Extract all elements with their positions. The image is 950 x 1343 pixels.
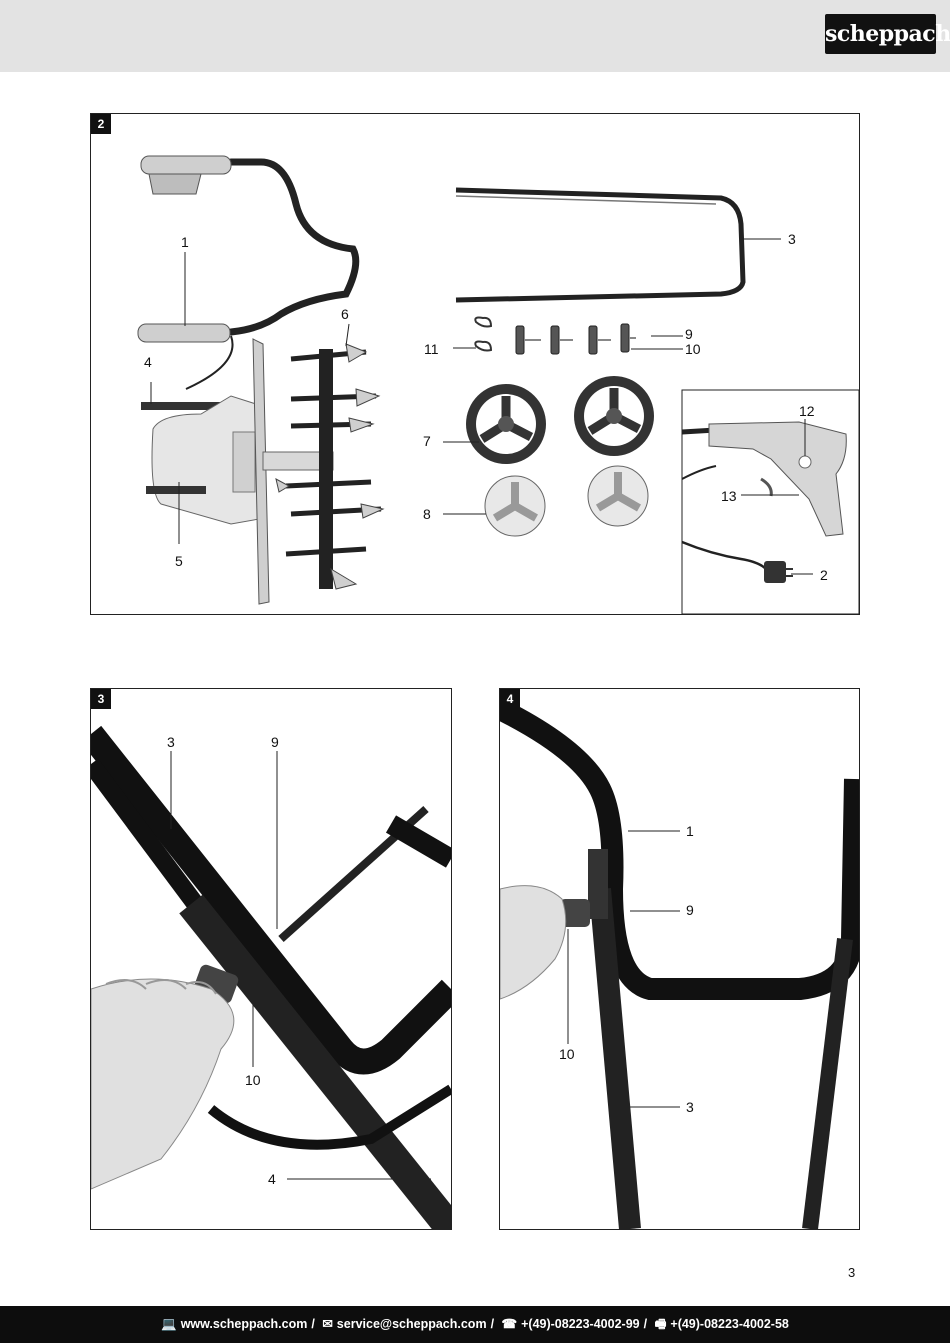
callout-3: 3 xyxy=(686,1099,694,1115)
callout-12: 12 xyxy=(799,403,815,419)
callout-2: 2 xyxy=(820,567,828,583)
callout-4: 4 xyxy=(144,354,152,370)
callout-5: 5 xyxy=(175,553,183,569)
phone-number: +(49)-08223-4002-99 xyxy=(521,1317,640,1331)
website-link[interactable]: www.scheppach.com xyxy=(180,1317,308,1331)
callout-3: 3 xyxy=(167,734,175,750)
figure-number: 3 xyxy=(91,689,111,709)
callout-3: 3 xyxy=(788,231,796,247)
callout-8: 8 xyxy=(423,506,431,522)
fax-number: +(49)-08223-4002-58 xyxy=(670,1317,789,1331)
footer-contact-bar: 💻www.scheppach.com/ ✉service@scheppach.c… xyxy=(0,1306,950,1343)
figure-number: 4 xyxy=(500,689,520,709)
callout-9: 9 xyxy=(686,902,694,918)
page-number: 3 xyxy=(848,1265,856,1280)
callout-9: 9 xyxy=(271,734,279,750)
figure-number: 2 xyxy=(91,114,111,134)
callout-1: 1 xyxy=(181,234,189,250)
envelope-icon: ✉ xyxy=(322,1317,333,1331)
computer-icon: 💻 xyxy=(161,1317,177,1331)
fax-icon: 🖷 xyxy=(654,1317,667,1331)
header-band xyxy=(0,0,950,72)
figure-4-photo xyxy=(500,699,859,1229)
figure-3-photo xyxy=(91,725,451,1229)
callout-10: 10 xyxy=(685,341,701,357)
callout-6: 6 xyxy=(341,306,349,322)
figure-2-illustration xyxy=(137,155,859,614)
brand-logo: scheppach xyxy=(825,14,950,54)
telephone-icon: ☎ xyxy=(501,1317,518,1331)
callout-7: 7 xyxy=(423,433,431,449)
email-link[interactable]: service@scheppach.com xyxy=(336,1317,487,1331)
figure-3: 3 3 9 10 4 xyxy=(90,688,452,1230)
figure-2: 2 xyxy=(90,113,860,615)
callout-11: 11 xyxy=(424,341,439,357)
figure-4: 4 1 9 10 3 xyxy=(499,688,860,1230)
callout-10: 10 xyxy=(245,1072,261,1088)
callout-9: 9 xyxy=(685,326,693,342)
callout-13: 13 xyxy=(721,488,737,504)
callout-1: 1 xyxy=(686,823,694,839)
callout-4: 4 xyxy=(268,1171,276,1187)
callout-10: 10 xyxy=(559,1046,575,1062)
